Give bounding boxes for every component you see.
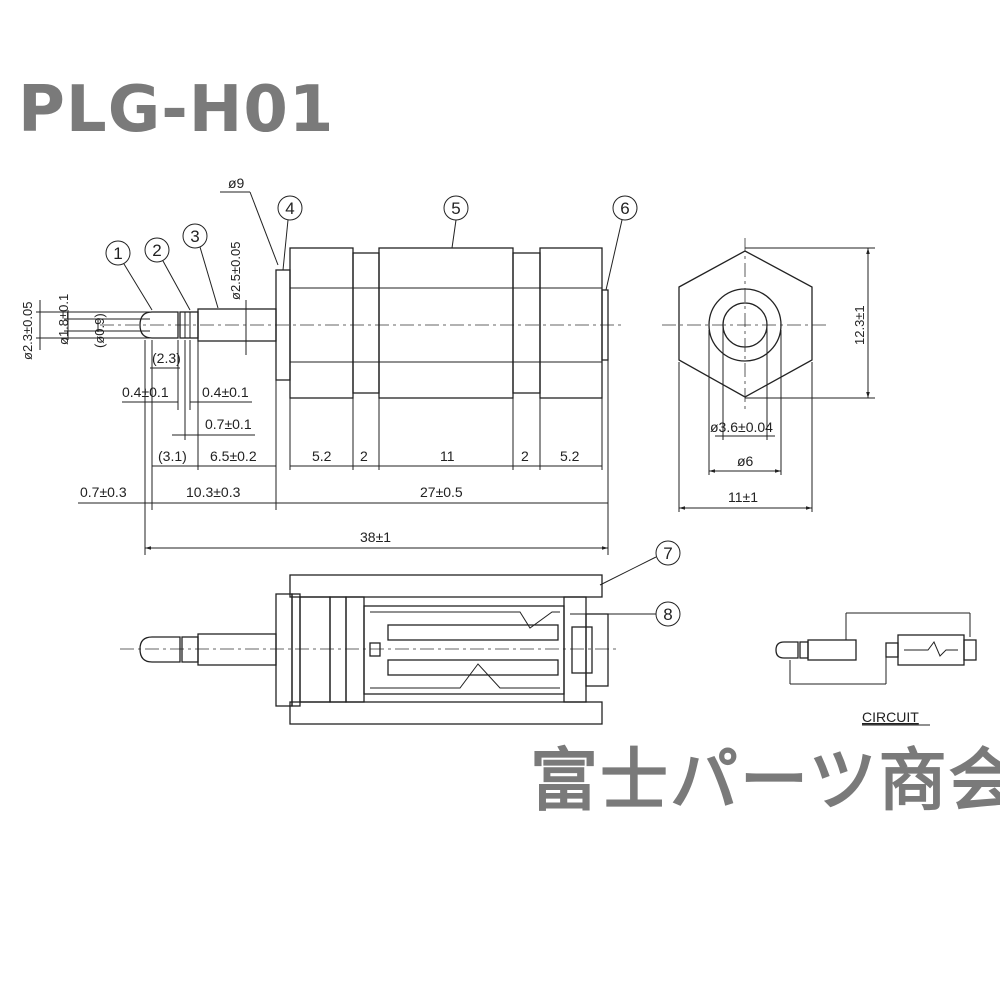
dim-0-7-3: 0.7±0.3	[80, 484, 127, 500]
dim-6-5: 6.5±0.2	[210, 448, 257, 464]
callout-2-label: 2	[152, 241, 161, 260]
callout-7-label: 7	[663, 544, 672, 563]
dim-3-1: (3.1)	[158, 448, 187, 464]
callout-3-label: 3	[190, 227, 199, 246]
dim-phi9: ø9	[228, 175, 245, 191]
dim-38: 38±1	[360, 529, 391, 545]
callout-6-label: 6	[620, 199, 629, 218]
callout-8-label: 8	[663, 605, 672, 624]
dim-phi2-3: ø2.3±0.05	[20, 302, 35, 360]
side-view	[100, 247, 625, 399]
callout-5-label: 5	[451, 199, 460, 218]
dim-0-7: 0.7±0.1	[205, 416, 252, 432]
dim-phi1-8: ø1.8±0.1	[56, 294, 71, 345]
callout-2: 2	[144, 237, 191, 311]
page-title: PLG-H01	[18, 73, 335, 147]
dim-12-3: 12.3±1	[852, 305, 867, 345]
dim-0-4-a: 0.4±0.1	[122, 384, 169, 400]
dim-2-b: 2	[521, 448, 529, 464]
dim-10-3: 10.3±0.3	[186, 484, 241, 500]
dim-phi3-6: ø3.6±0.04	[710, 419, 773, 435]
company-name: 富士パーツ商会	[530, 742, 1000, 821]
circuit-label: CIRCUIT	[862, 709, 919, 725]
dim-2-3: (2.3)	[152, 350, 181, 366]
callout-4-label: 4	[285, 199, 294, 218]
dim-0-4-b: 0.4±0.1	[202, 384, 249, 400]
dim-11-1: 11±1	[728, 489, 758, 505]
dim-11: 11	[440, 448, 455, 464]
callout-6: 6	[605, 195, 638, 291]
dim-2-a: 2	[360, 448, 368, 464]
callout-7: 7	[599, 540, 681, 586]
callout-1-label: 1	[113, 244, 122, 263]
callout-5: 5	[443, 195, 469, 249]
dim-phi6: ø6	[737, 453, 754, 469]
circuit-diagram: CIRCUIT	[775, 612, 977, 726]
section-view	[120, 574, 620, 725]
dim-5-2-b: 5.2	[560, 448, 580, 464]
callout-4: 4	[277, 195, 303, 271]
callout-3: 3	[182, 223, 219, 309]
dim-5-2-a: 5.2	[312, 448, 332, 464]
end-view: 12.3±1 ø3.6±0.04 ø6 11±1	[662, 238, 875, 512]
side-dimensions: ø9 ø2.5±0.05 ø2.3±0.05 ø1.8±0.1 (ø0.9) (…	[20, 175, 609, 555]
dim-phi2-5: ø2.5±0.05	[228, 242, 243, 300]
dim-27: 27±0.5	[420, 484, 463, 500]
callout-8: 8	[570, 601, 681, 627]
callout-1: 1	[105, 240, 153, 311]
callouts: 1 2 3 4 5 6 7 8	[105, 195, 681, 627]
